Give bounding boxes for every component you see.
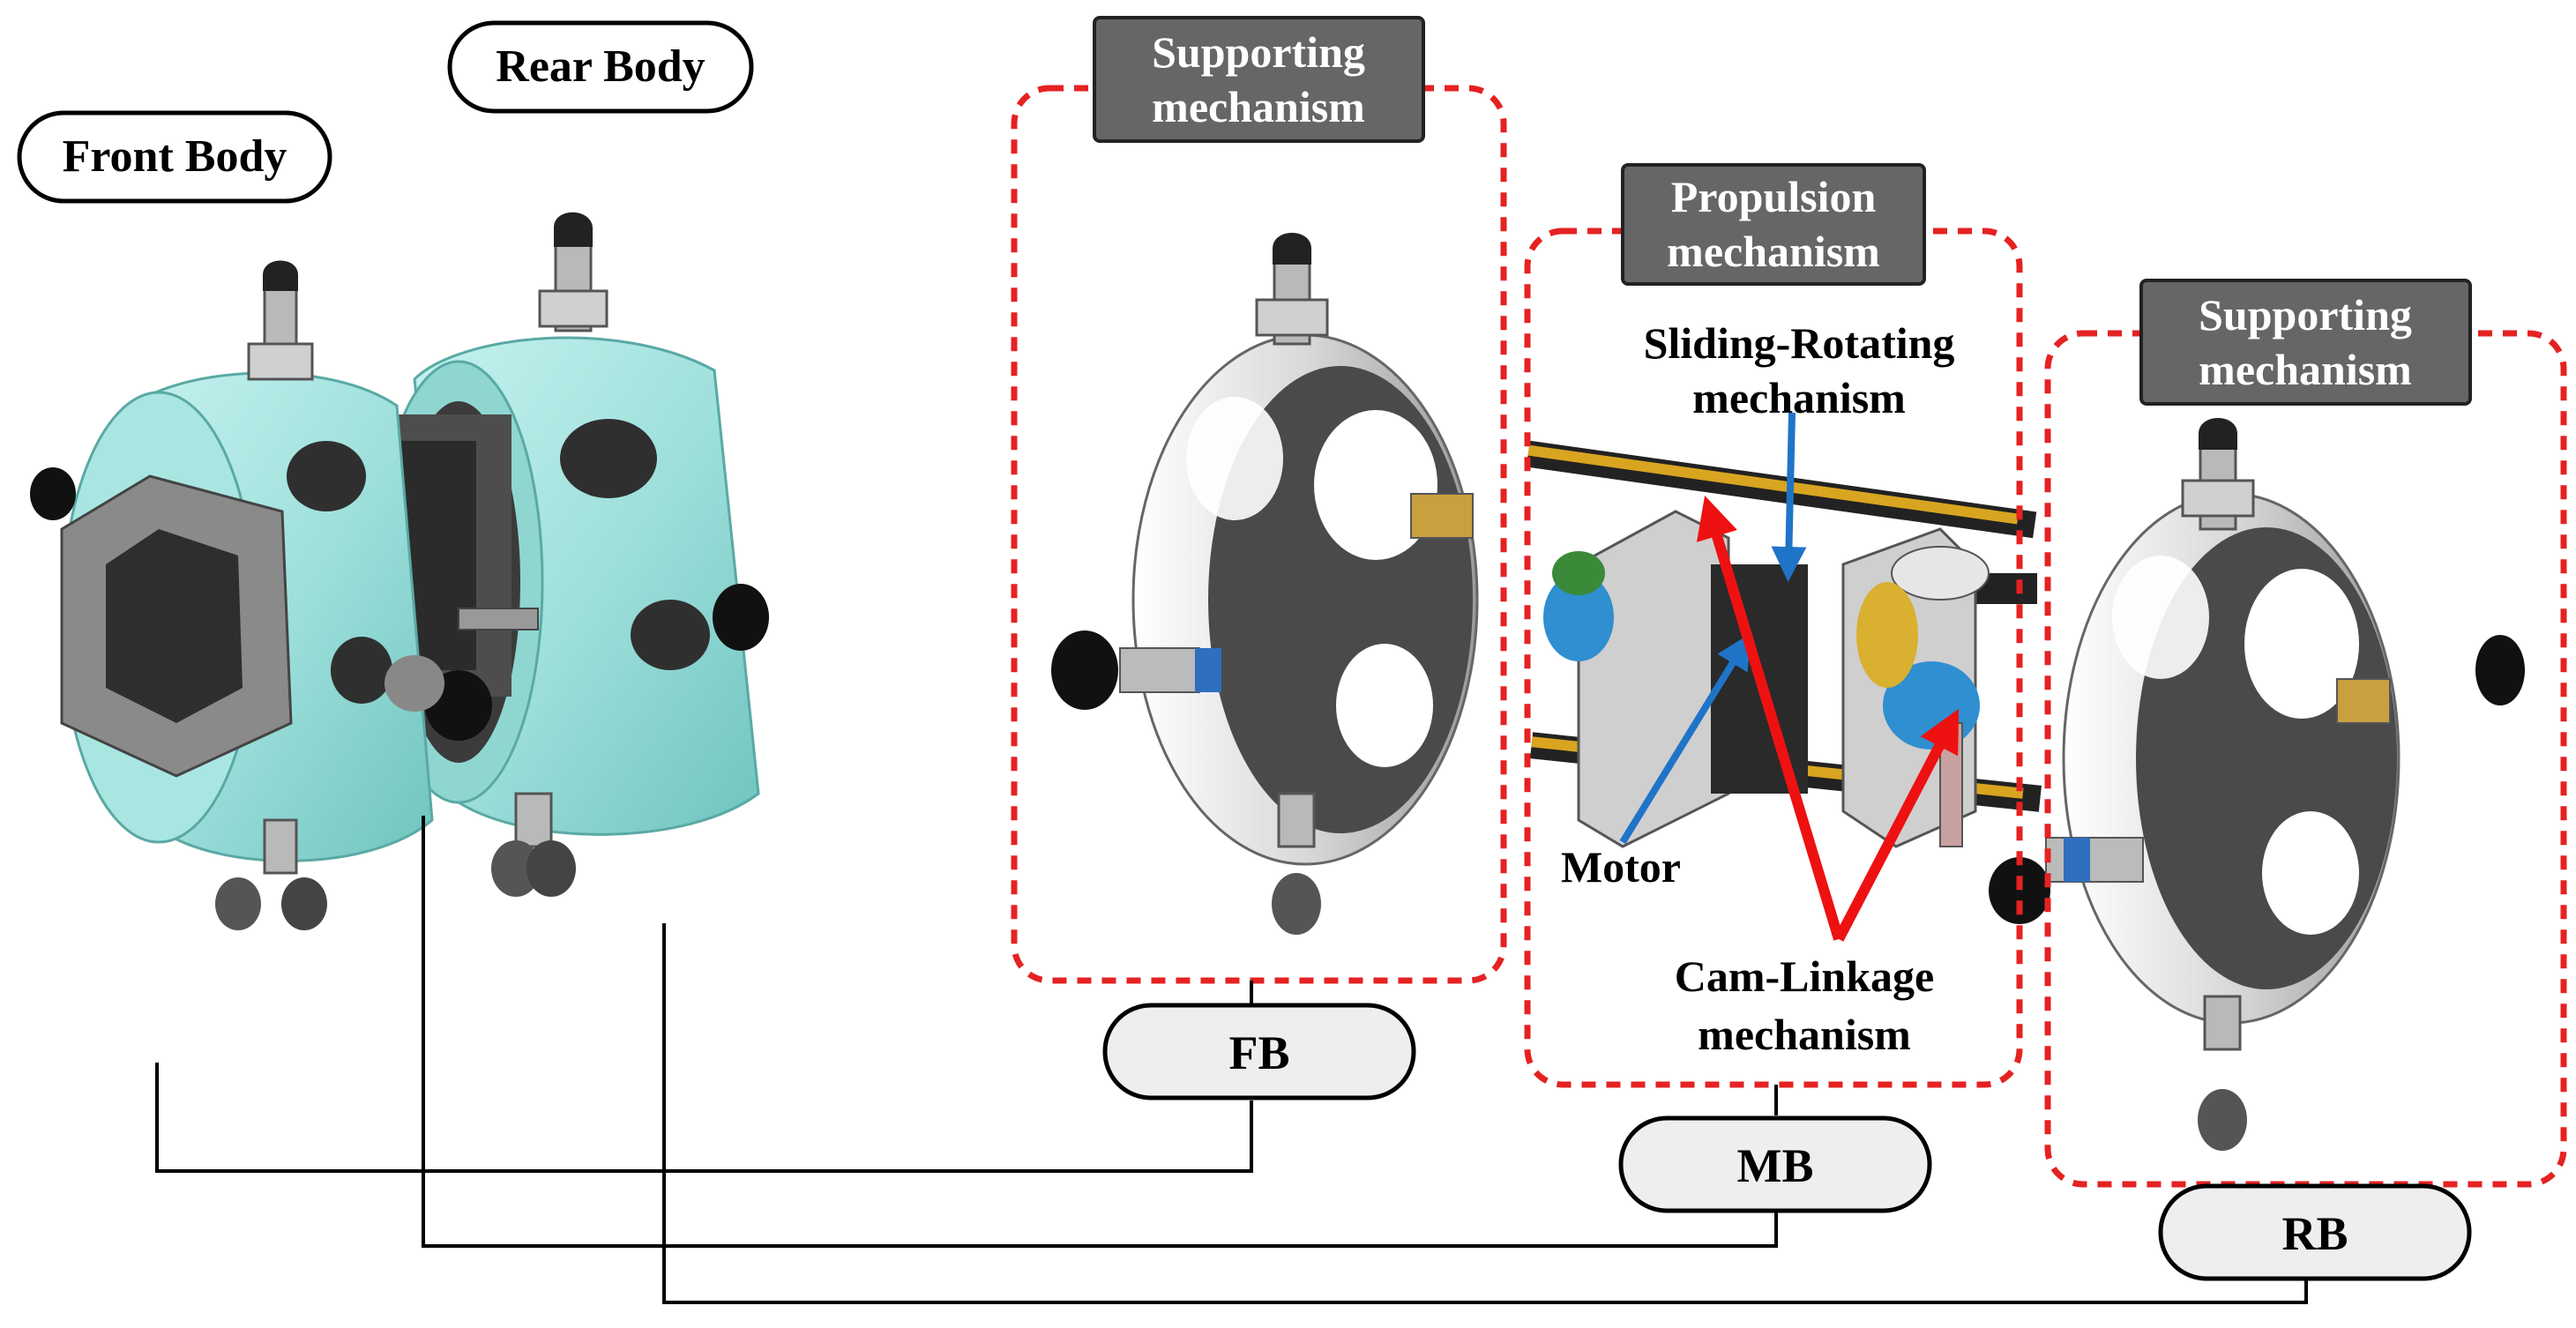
mb-pill: MB: [1618, 1115, 1932, 1213]
sliding-rotating-line1: Sliding-Rotating: [1644, 318, 1955, 368]
supporting-header-rear: Supporting mechanism: [2139, 279, 2472, 406]
leader-rear-body-to-rb: [662, 923, 2308, 1304]
sliding-rotating-line2: mechanism: [1692, 373, 1906, 422]
assembled-robot-illustration: [30, 212, 769, 930]
front-body-label: Front Body: [17, 110, 332, 204]
front-supporting-unit-drawing: [1051, 233, 1479, 935]
leader-middle-to-mb: [422, 816, 1778, 1248]
supporting-rear-line2: mechanism: [2199, 345, 2412, 394]
rear-body-text: Rear Body: [496, 41, 705, 92]
propulsion-header: Propulsion mechanism: [1621, 163, 1926, 286]
supporting-header-front: Supporting mechanism: [1093, 16, 1425, 143]
supporting-rear-line1: Supporting: [2199, 290, 2412, 339]
supporting-front-line2: mechanism: [1152, 82, 1365, 131]
fb-pill: FB: [1102, 1003, 1416, 1100]
cam-linkage-line1: Cam-Linkage: [1675, 951, 1934, 1001]
motor-text: Motor: [1561, 842, 1681, 892]
mb-text: MB: [1737, 1139, 1814, 1192]
leader-lines: [155, 816, 2308, 1304]
fb-text: FB: [1228, 1026, 1289, 1079]
supporting-front-line1: Supporting: [1152, 27, 1365, 77]
propulsion-line2: mechanism: [1667, 227, 1880, 276]
rear-supporting-unit-drawing: [2045, 418, 2525, 1151]
front-body-text: Front Body: [63, 131, 287, 182]
propulsion-line1: Propulsion: [1671, 172, 1877, 221]
cam-linkage-line2: mechanism: [1698, 1010, 1911, 1059]
front-body-drawing: [30, 260, 492, 930]
cam-linkage-arrow-right: [1833, 708, 1960, 942]
motor-arrow: [1619, 632, 1751, 845]
sliding-rotating-arrow: [1771, 412, 1807, 582]
rb-pill: RB: [2158, 1183, 2472, 1281]
leader-front-body-to-fb: [155, 1063, 1253, 1173]
rb-text: RB: [2281, 1207, 2348, 1260]
cam-linkage-arrow-left: [1696, 496, 1844, 941]
rear-body-label: Rear Body: [447, 20, 754, 114]
